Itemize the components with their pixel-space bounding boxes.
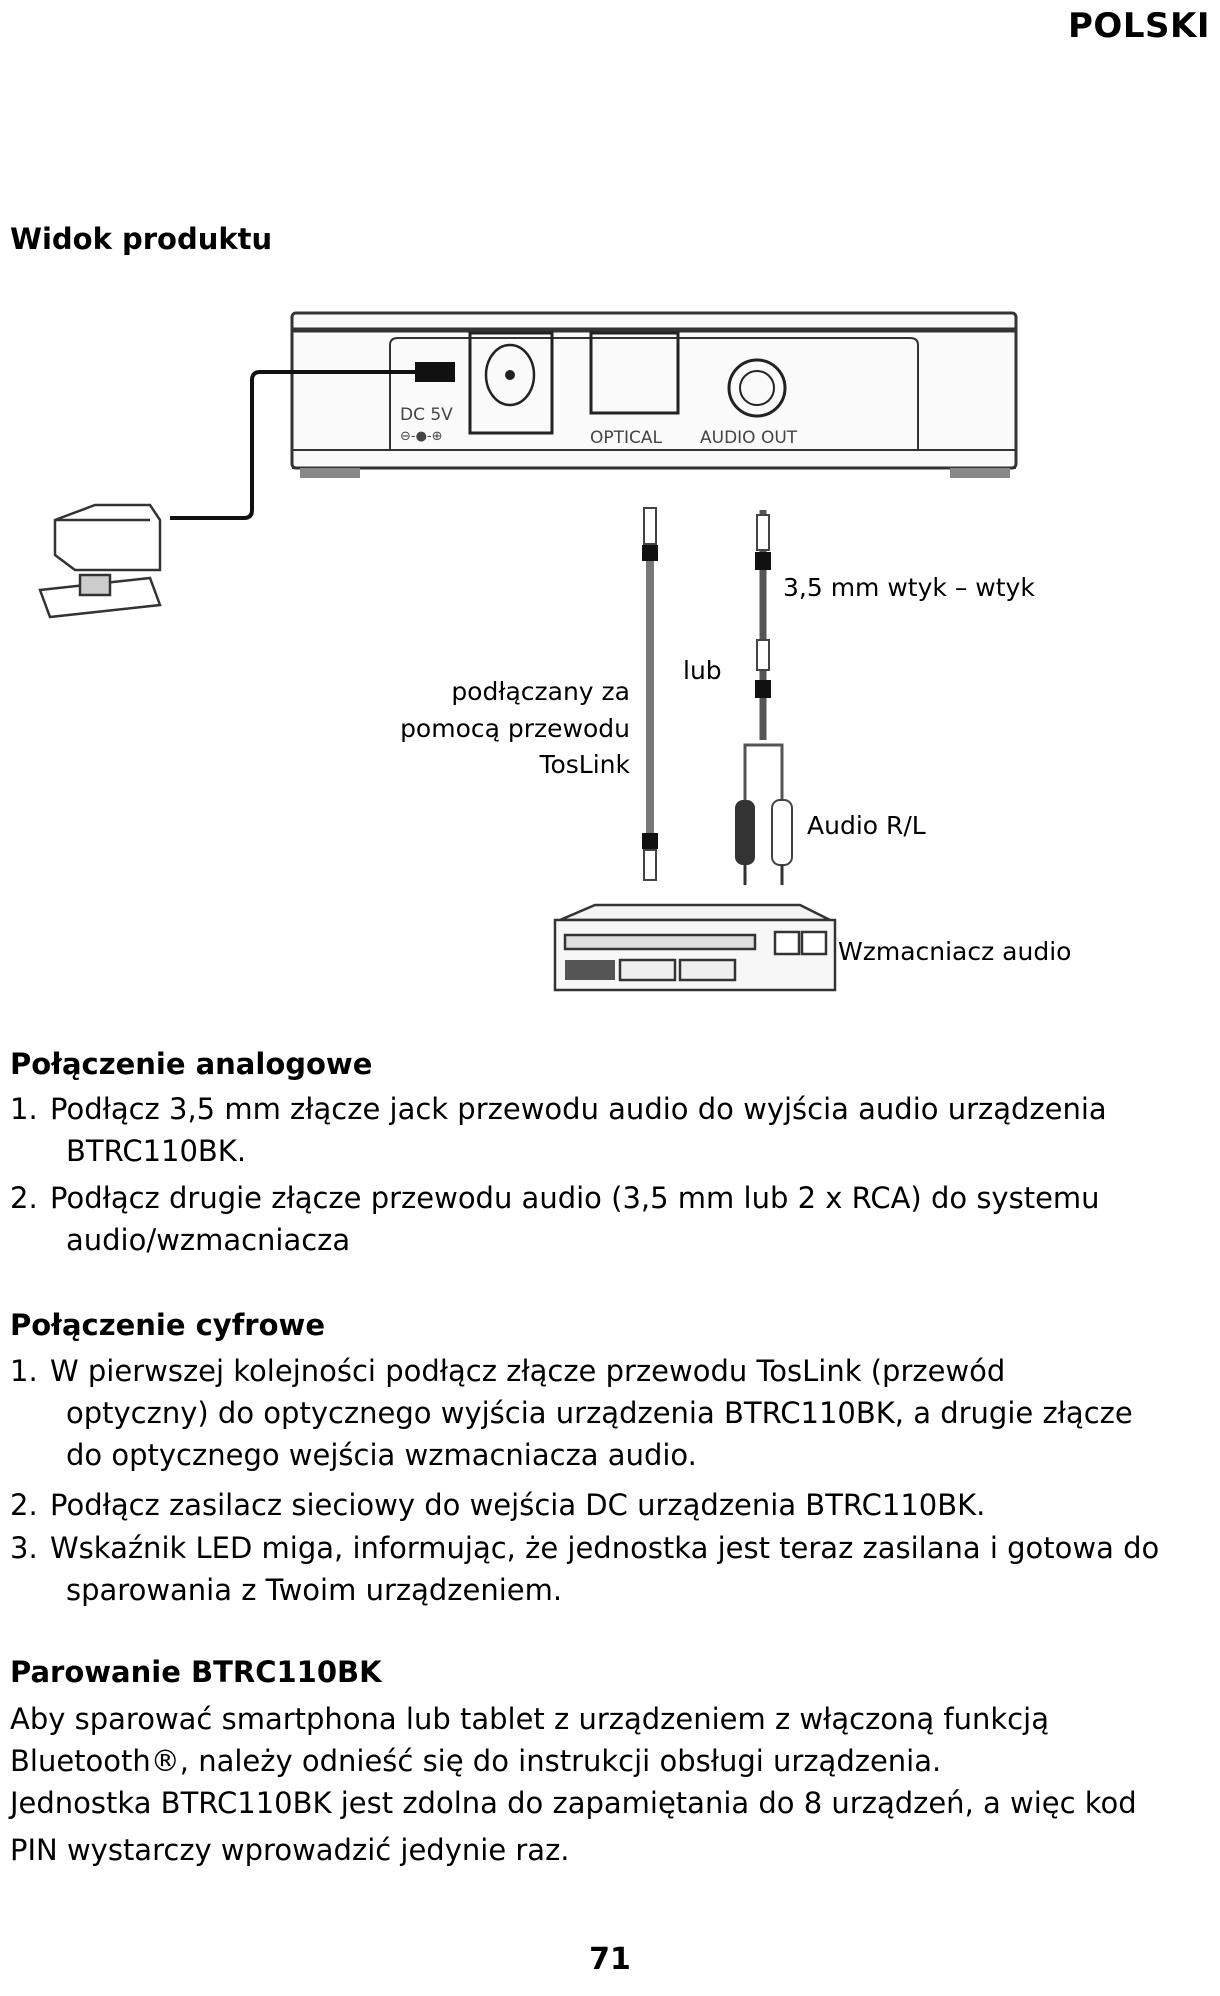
toslink-label-line2: pomocą przewodu (400, 714, 630, 743)
pairing-heading: Parowanie BTRC110BK (10, 1655, 382, 1689)
audio-out-label: AUDIO OUT (700, 428, 798, 448)
dc-plug-icon (415, 362, 455, 382)
step-text: W pierwszej kolejności podłącz złącze pr… (50, 1354, 1006, 1388)
digital-step-3: 3. Wskaźnik LED miga, informując, że jedn… (10, 1527, 1159, 1611)
dc-label: DC 5V (400, 405, 453, 425)
step-number: 3. (10, 1531, 38, 1565)
page-number: 71 (589, 1942, 631, 1977)
step-text: Podłącz 3,5 mm złącze jack przewodu audi… (50, 1092, 1107, 1126)
digital-heading: Połączenie cyfrowe (10, 1308, 325, 1342)
optical-label: OPTICAL (590, 428, 663, 448)
digital-step-2: 2. Podłącz zasilacz sieciowy do wejścia D… (10, 1484, 985, 1526)
pairing-text-line: PIN wystarczy wprowadzić jedynie raz. (10, 1833, 570, 1867)
step-text: Podłącz drugie złącze przewodu audio (3,… (50, 1181, 1100, 1215)
power-cable (170, 370, 440, 520)
amplifier-icon (553, 903, 837, 992)
rca-label: Audio R/L (807, 811, 926, 840)
product-view-heading: Widok produktu (10, 222, 273, 256)
pairing-text-line: Aby sparować smartphona lub tablet z urz… (10, 1702, 1049, 1736)
step-number: 2. (10, 1488, 38, 1522)
analog-step-2: 2. Podłącz drugie złącze przewodu audio (… (10, 1177, 1100, 1261)
optical-port-icon (589, 331, 680, 415)
dc-jack-icon (468, 331, 554, 435)
pairing-text-line: Bluetooth®, należy odnieść się do instru… (10, 1744, 942, 1778)
step-text: Wskaźnik LED miga, informując, że jednos… (50, 1531, 1160, 1565)
power-adapter-icon (38, 503, 162, 619)
step-number: 1. (10, 1354, 38, 1388)
toslink-label-line1: podłączany za (451, 677, 630, 706)
language-label: POLSKI (1068, 6, 1210, 46)
step-text-cont: audio/wzmacniacza (66, 1223, 351, 1257)
step-text-cont: sparowania z Twoim urządzeniem. (66, 1573, 563, 1607)
analog-step-1: 1. Podłącz 3,5 mm złącze jack przewodu au… (10, 1088, 1107, 1172)
audio-out-port-icon (727, 358, 787, 418)
amplifier-label: Wzmacniacz audio (838, 937, 1072, 966)
step-number: 1. (10, 1092, 38, 1126)
product-diagram: DC 5V ⊖-●-⊕ OPTICAL AUDIO OUT (38, 311, 1018, 992)
step-text: Podłącz zasilacz sieciowy do wejścia DC … (50, 1488, 986, 1522)
step-number: 2. (10, 1181, 38, 1215)
analog-heading: Połączenie analogowe (10, 1047, 373, 1081)
step-text-cont: optyczny) do optycznego wyjścia urządzen… (66, 1396, 1133, 1430)
digital-step-1: 1. W pierwszej kolejności podłącz złącze … (10, 1350, 1133, 1476)
step-text-cont: do optycznego wejścia wzmacniacza audio. (66, 1438, 697, 1472)
audio-cable-icon (735, 510, 793, 885)
device-back-panel (290, 311, 1018, 478)
pairing-text-line: Jednostka BTRC110BK jest zdolna do zapam… (10, 1786, 1137, 1820)
or-label: lub (683, 656, 722, 685)
toslink-cable-icon (642, 507, 658, 881)
dc-polarity-icon: ⊖-●-⊕ (400, 429, 443, 444)
plug-to-plug-label: 3,5 mm wtyk – wtyk (783, 573, 1035, 602)
step-text-cont: BTRC110BK. (66, 1134, 247, 1168)
toslink-label-line3: TosLink (539, 750, 630, 779)
